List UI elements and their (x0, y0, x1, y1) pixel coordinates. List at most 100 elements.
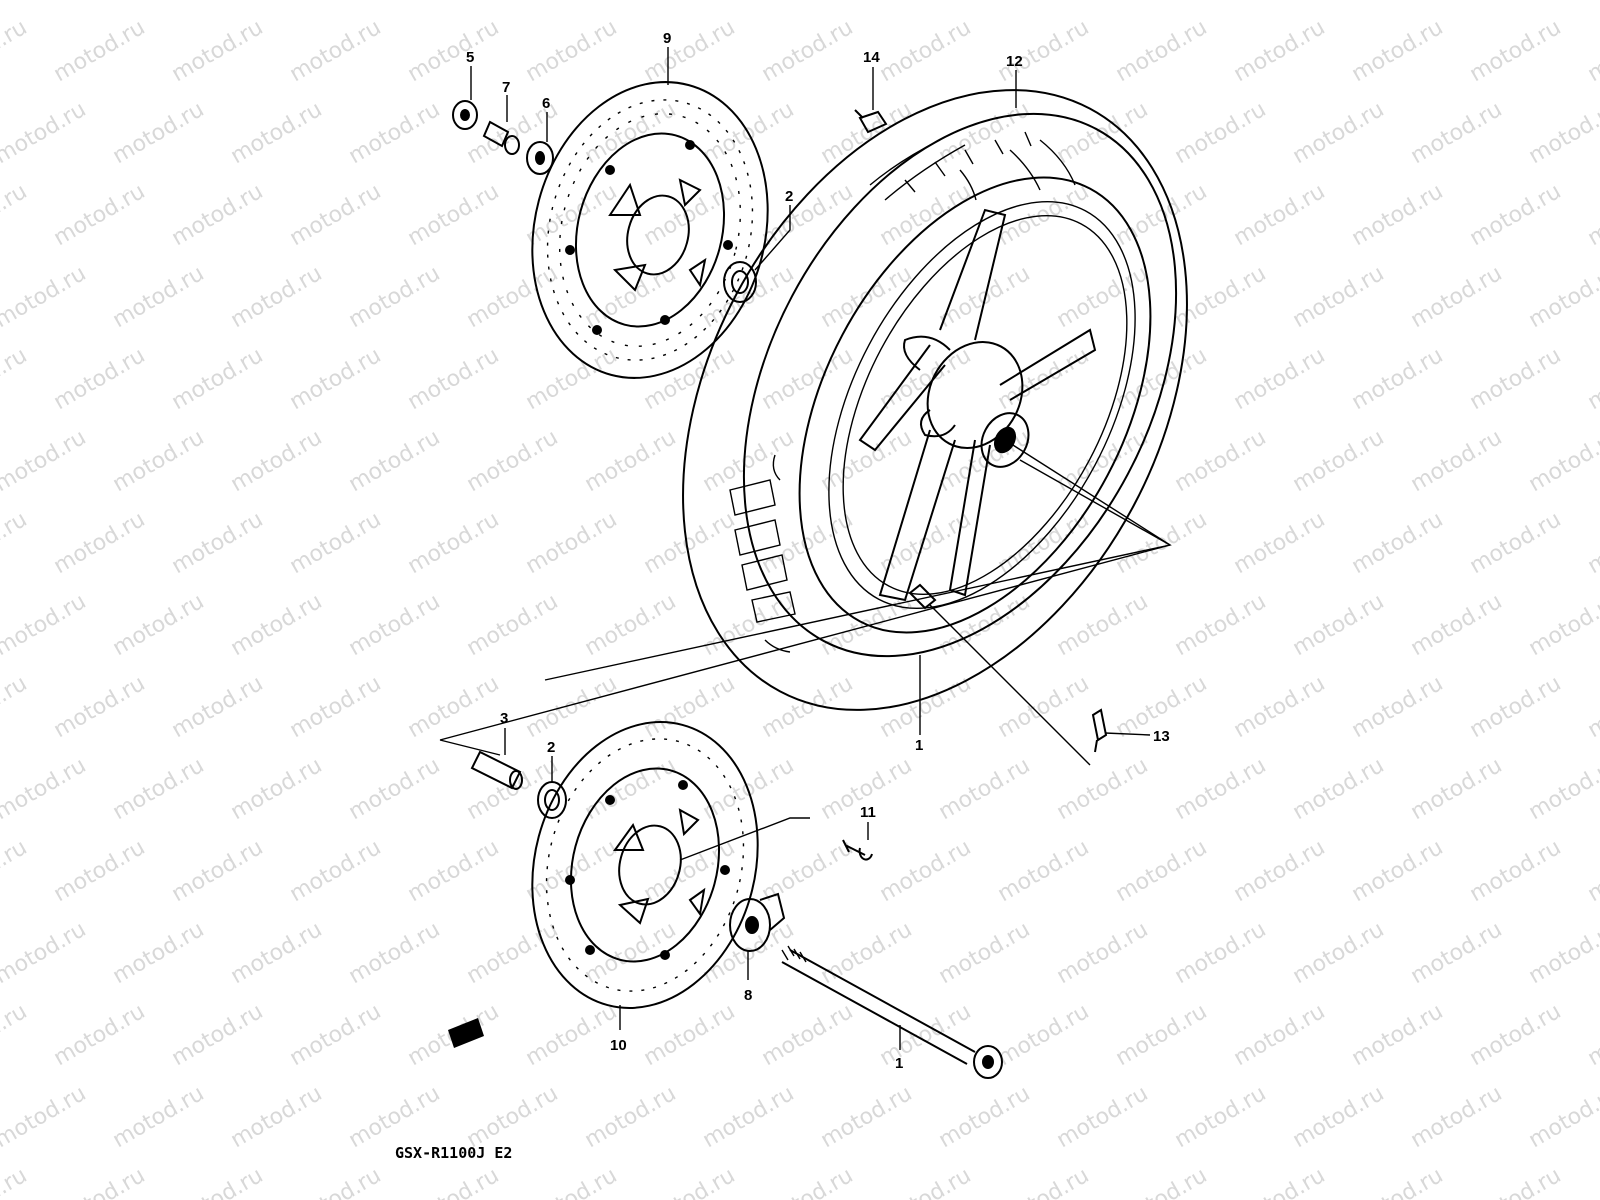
callout-1-axle: 1 (895, 1055, 903, 1072)
watermark-text: motod.ru (404, 343, 504, 415)
watermark-text: motod.ru (50, 507, 150, 579)
watermark-text: motod.ru (0, 507, 31, 579)
watermark-text: motod.ru (404, 835, 504, 907)
upper-bearing (723, 261, 757, 303)
watermark-text: motod.ru (758, 15, 858, 87)
watermark-text: motod.ru (1525, 753, 1600, 825)
callout-labels: 5 7 6 9 2 14 12 3 2 13 11 8 10 1 1 (466, 30, 1170, 1072)
watermark-text: motod.ru (0, 15, 31, 87)
tread-pattern-left (729, 454, 796, 653)
watermark-text: motod.ru (1525, 589, 1600, 661)
watermark-text: motod.ru (109, 425, 209, 497)
watermark-text: motod.ru (463, 589, 563, 661)
watermark-text: motod.ru (1112, 343, 1212, 415)
watermark-text: motod.ru (1053, 1081, 1153, 1153)
callout-5: 5 (466, 49, 474, 66)
watermark-text: motod.ru (1348, 343, 1448, 415)
watermark-text: motod.ru (640, 671, 740, 743)
watermark-text: motod.ru (1407, 0, 1507, 5)
watermark-text: motod.ru (227, 917, 327, 989)
watermark-text: motod.ru (0, 917, 90, 989)
watermark-text: motod.ru (581, 1081, 681, 1153)
watermark-text: motod.ru (994, 507, 1094, 579)
watermark-text: motod.ru (1171, 1081, 1271, 1153)
callout-13: 13 (1153, 728, 1170, 745)
watermark-text: motod.ru (1348, 507, 1448, 579)
watermark-text: motod.ru (935, 917, 1035, 989)
watermark-text: motod.ru (581, 0, 681, 5)
watermark-text: motod.ru (286, 15, 386, 87)
watermark-text: motod.ru (1053, 0, 1153, 5)
watermark-text: motod.ru (1584, 1163, 1600, 1200)
watermark-text: motod.ru (1112, 835, 1212, 907)
watermark-text: motod.ru (404, 179, 504, 251)
watermark-text: motod.ru (817, 97, 917, 169)
watermark-text: motod.ru (1289, 589, 1389, 661)
watermark-text: motod.ru (50, 835, 150, 907)
watermark-text: motod.ru (1112, 15, 1212, 87)
tyre-outer (682, 89, 1188, 711)
watermark-text: motod.ru (0, 97, 90, 169)
watermark-text: motod.ru (640, 343, 740, 415)
watermark-text: motod.ru (1171, 753, 1271, 825)
watermark-text: motod.ru (1407, 1081, 1507, 1153)
model-code: GSX-R1100J E2 (395, 1144, 512, 1162)
watermark-text: motod.ru (581, 425, 681, 497)
watermark-text: motod.ru (1289, 97, 1389, 169)
callout-8: 8 (744, 987, 752, 1004)
valve-stem (908, 583, 937, 610)
watermark-text: motod.ru (404, 1163, 504, 1200)
watermark-text: motod.ru (581, 589, 681, 661)
watermark-text: motod.ru (640, 507, 740, 579)
watermark-text: motod.ru (1053, 753, 1153, 825)
watermark-text: motod.ru (0, 1163, 31, 1200)
watermark-text: motod.ru (345, 753, 445, 825)
watermark-text: motod.ru (1584, 15, 1600, 87)
watermark-text: motod.ru (463, 425, 563, 497)
watermark-text: motod.ru (522, 671, 622, 743)
front-axle (781, 945, 1003, 1079)
tyre-sidewall (742, 112, 1178, 658)
watermark-text: motod.ru (345, 917, 445, 989)
watermark-text: motod.ru (0, 0, 90, 5)
watermark-text: motod.ru (1112, 999, 1212, 1071)
watermark-text: motod.ru (935, 425, 1035, 497)
watermark-text: motod.ru (1525, 97, 1600, 169)
watermark-text: motod.ru (699, 0, 799, 5)
watermark-text: motod.ru (1289, 917, 1389, 989)
watermark-text: motod.ru (50, 999, 150, 1071)
watermark-text: motod.ru (1584, 179, 1600, 251)
watermark-text: motod.ru (168, 1163, 268, 1200)
rim-outer (798, 176, 1152, 634)
watermark-text: motod.ru (1112, 1163, 1212, 1200)
callout-2-upper: 2 (785, 188, 793, 205)
valve-cap-13 (1091, 708, 1108, 753)
watermark-text: motod.ru (109, 0, 209, 5)
watermark-text: motod.ru (1525, 917, 1600, 989)
watermark-text: motod.ru (345, 97, 445, 169)
watermark-text: motod.ru (168, 15, 268, 87)
watermark-text: motod.ru (1230, 999, 1330, 1071)
watermark-text: motod.ru (286, 1163, 386, 1200)
watermark-text: motod.ru (168, 999, 268, 1071)
watermark-text: motod.ru (1466, 179, 1566, 251)
watermark-text: motod.ru (1466, 343, 1566, 415)
watermark-text: motod.ru (1348, 999, 1448, 1071)
watermark-text: motod.ru (1466, 1163, 1566, 1200)
lower-brake-disc (531, 721, 759, 1009)
watermark-text: motod.ru (935, 1081, 1035, 1153)
watermark-text: motod.ru (0, 343, 31, 415)
watermark-text: motod.ru (640, 15, 740, 87)
watermark-text: motod.ru (227, 0, 327, 5)
watermark-text: motod.ru (109, 261, 209, 333)
watermark-text: motod.ru (168, 671, 268, 743)
watermark-text: motod.ru (1171, 917, 1271, 989)
watermark-text: motod.ru (758, 179, 858, 251)
callout-12: 12 (1006, 53, 1023, 70)
watermark-text: motod.ru (0, 671, 31, 743)
watermark-text: motod.ru (640, 1163, 740, 1200)
watermark-text: motod.ru (994, 1163, 1094, 1200)
watermark-text: motod.ru (1171, 589, 1271, 661)
watermark-text: motod.ru (168, 343, 268, 415)
